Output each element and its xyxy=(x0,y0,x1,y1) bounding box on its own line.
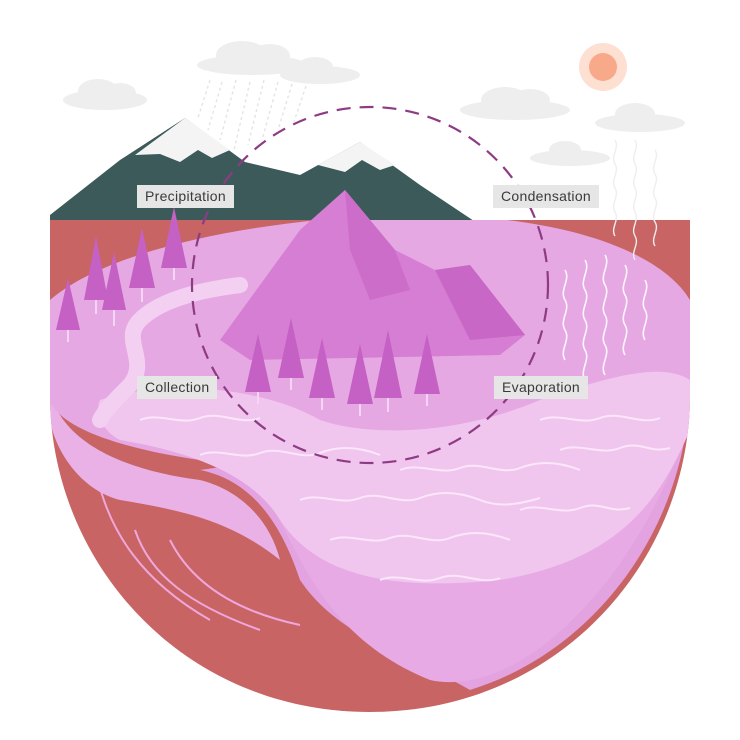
tree-icons-left xyxy=(56,207,187,342)
evaporation-waves xyxy=(562,254,648,381)
rain-icon xyxy=(197,79,307,151)
central-mountain xyxy=(220,190,525,360)
vapor-lines xyxy=(612,139,658,261)
water-cycle-path xyxy=(190,105,550,465)
sun-icon xyxy=(579,43,627,91)
tree-icons-center xyxy=(245,318,440,416)
cloud-icon xyxy=(460,87,685,166)
collection-label: Collection xyxy=(137,376,218,399)
rain-cloud-icon xyxy=(197,41,360,84)
condensation-label: Condensation xyxy=(493,185,599,208)
evaporation-label: Evaporation xyxy=(494,376,589,399)
precipitation-label: Precipitation xyxy=(137,185,234,208)
cloud-icon xyxy=(63,79,147,110)
